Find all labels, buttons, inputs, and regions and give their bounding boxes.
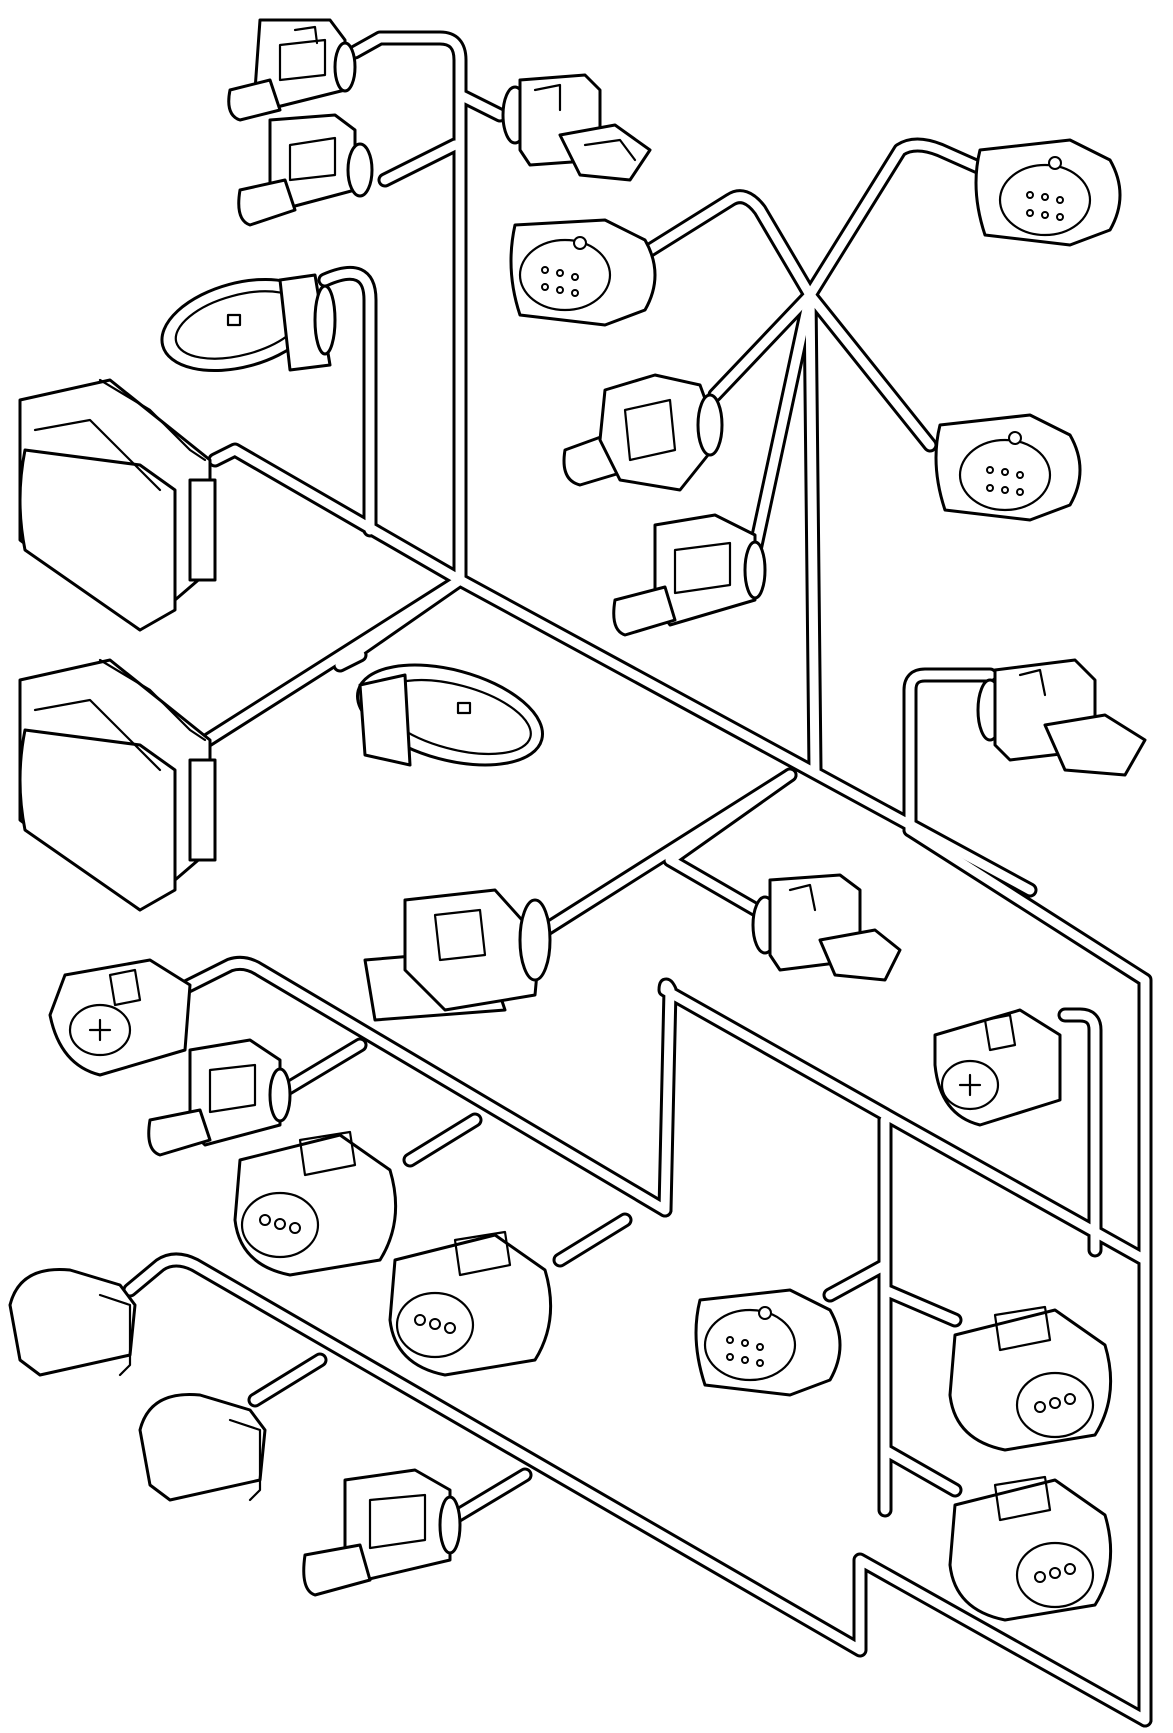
connector-large-block-1: [18, 378, 217, 632]
connector-multi-pin-3: [934, 413, 1082, 522]
connector-sensor-plug-6: [976, 658, 1147, 777]
connector-boot-cap-1: [8, 1267, 137, 1377]
connector-four-pin-4: [948, 1475, 1113, 1622]
connector-two-pin-1: [48, 958, 192, 1077]
connector-sensor-plug-1: [227, 18, 357, 122]
harness-wires: [122, 30, 1153, 1728]
connector-large-block-2: [18, 658, 217, 912]
connector-sensor-plug-4: [562, 373, 724, 492]
connector-flat-plug: [363, 888, 552, 1022]
connector-sensor-plug-5: [612, 513, 767, 637]
connector-boot-cap-2: [138, 1392, 267, 1502]
connector-multi-pin-2: [974, 138, 1122, 247]
connector-sensor-plug-9: [302, 1468, 462, 1597]
connector-four-pin-2: [388, 1230, 553, 1377]
connector-four-pin-3: [948, 1305, 1113, 1452]
connector-multi-pin-1: [509, 218, 657, 327]
connector-sensor-plug-2: [237, 113, 374, 227]
connector-multi-pin-4: [694, 1288, 842, 1397]
connector-sensor-plug-7: [751, 873, 902, 982]
connector-four-pin-1: [233, 1130, 398, 1277]
connector-oval-plug-2: [356, 663, 544, 767]
connector-sensor-plug-3: [501, 73, 652, 182]
connector-two-pin-2: [933, 1008, 1062, 1127]
connector-sensor-plug-8: [147, 1038, 292, 1157]
connector-oval-plug-1: [160, 273, 337, 373]
